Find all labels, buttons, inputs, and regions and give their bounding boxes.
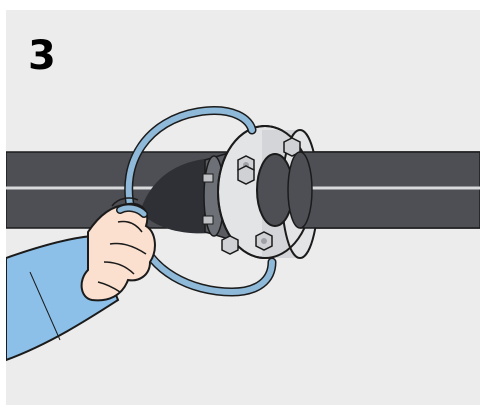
bolt-icon: [256, 232, 272, 250]
bolt-icon: [222, 236, 238, 254]
instruction-panel: 3: [6, 10, 480, 405]
bolt-icon: [238, 166, 254, 184]
pipe-repair-illustration: [6, 10, 480, 405]
